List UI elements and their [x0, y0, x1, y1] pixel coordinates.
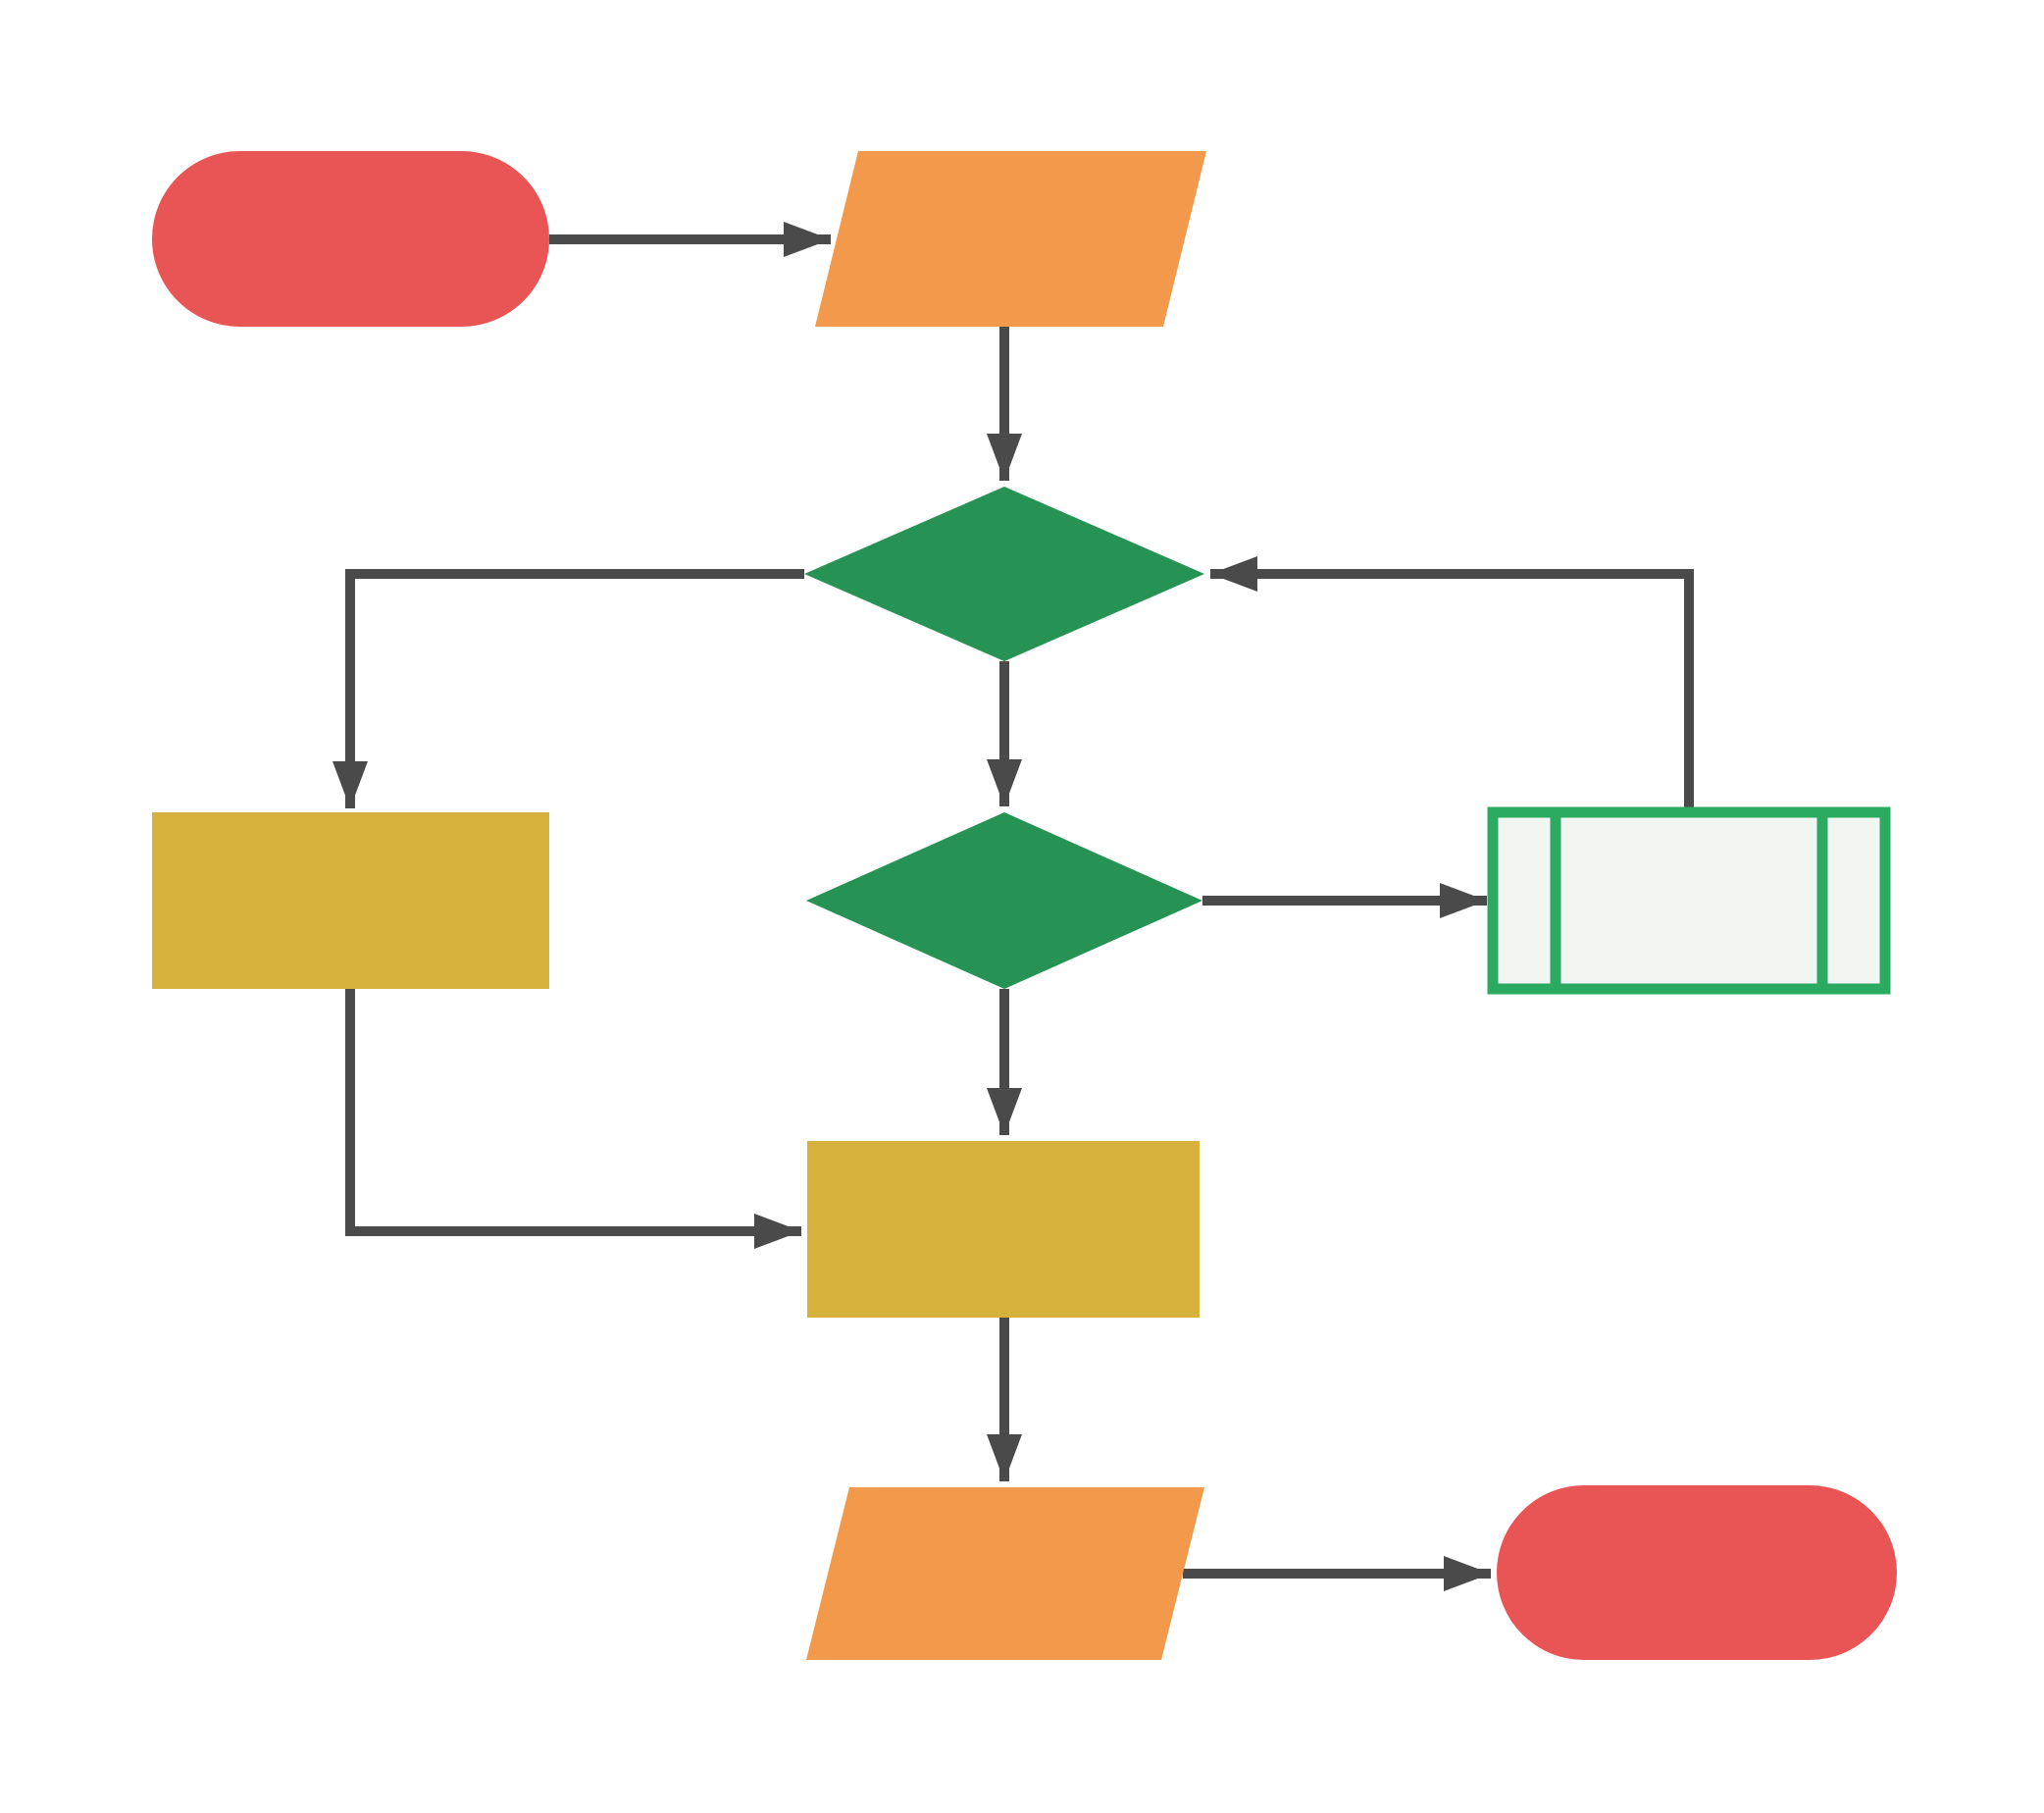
node-start-terminator[interactable]: [152, 151, 549, 327]
edge-process-left-to-process-center[interactable]: [345, 989, 801, 1249]
edge-decision1-to-process-left[interactable]: [332, 569, 804, 808]
node-subroutine[interactable]: [1487, 806, 1891, 995]
edge-layer: [332, 222, 1694, 1591]
node-process-center-rect[interactable]: [807, 1141, 1200, 1318]
edge-subroutine-to-decision1[interactable]: [1210, 556, 1694, 812]
node-process-left-rect[interactable]: [152, 812, 549, 989]
node-decision-2-diamond[interactable]: [806, 812, 1202, 989]
node-output-parallelogram[interactable]: [806, 1487, 1204, 1660]
node-input-parallelogram[interactable]: [815, 151, 1206, 327]
node-layer: [152, 151, 1897, 1660]
node-end-terminator[interactable]: [1497, 1485, 1897, 1660]
node-decision-1-diamond[interactable]: [804, 487, 1204, 661]
